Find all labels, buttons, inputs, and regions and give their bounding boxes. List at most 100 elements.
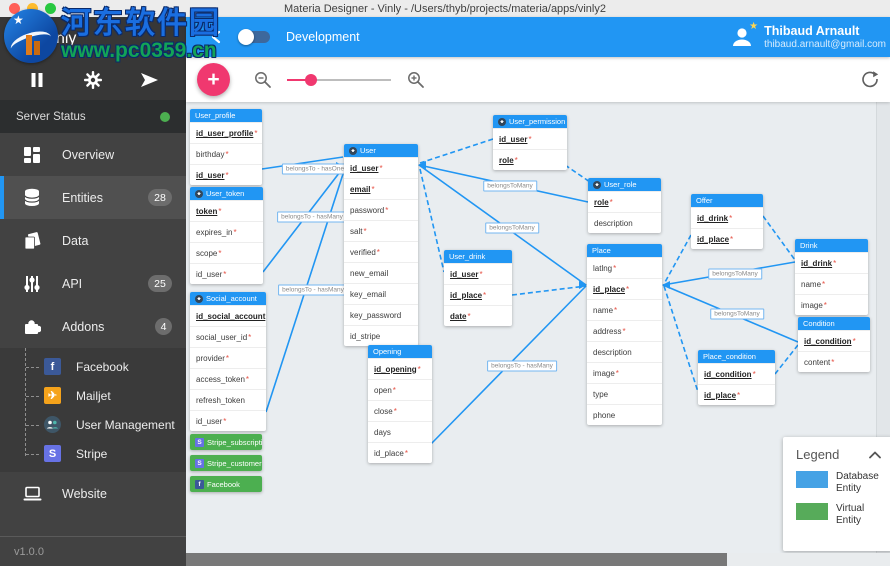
entity-header[interactable]: Place_condition (698, 350, 775, 363)
entity-header[interactable]: User_drink (444, 250, 512, 263)
refresh-icon[interactable] (859, 68, 881, 90)
field-row[interactable]: id_user* (493, 128, 567, 149)
field-row[interactable]: id_drink* (691, 207, 763, 228)
send-deploy-icon[interactable] (136, 67, 162, 93)
field-row[interactable]: close* (368, 400, 432, 421)
field-row[interactable]: id_opening* (368, 358, 432, 379)
field-row[interactable]: id_social_account* (190, 305, 266, 326)
field-row[interactable]: date* (444, 305, 512, 326)
entity-header[interactable]: User_role (588, 178, 661, 191)
relation-label[interactable]: belongsTo - hasMany (487, 360, 557, 372)
field-row[interactable]: id_user* (444, 263, 512, 284)
field-row[interactable]: id_place* (691, 228, 763, 249)
field-row[interactable]: id_place* (698, 384, 775, 405)
field-row[interactable]: social_user_id* (190, 326, 266, 347)
entity-header[interactable]: Opening (368, 345, 432, 358)
field-row[interactable]: id_condition* (698, 363, 775, 384)
field-row[interactable]: role* (588, 191, 661, 212)
gear-icon[interactable] (80, 67, 106, 93)
entity-header[interactable]: Drink (795, 239, 868, 252)
sidebar-item-data[interactable]: Data (0, 219, 186, 262)
field-row[interactable]: address* (587, 320, 662, 341)
horizontal-scrollbar-thumb[interactable] (186, 553, 727, 566)
field-row[interactable]: email* (344, 178, 418, 199)
add-entity-button[interactable]: + (197, 63, 230, 96)
user-account[interactable]: ★ Thibaud Arnault thibaud.arnault@gmail.… (730, 17, 886, 57)
field-row[interactable]: key_password (344, 304, 418, 325)
field-row[interactable]: id_user_profile* (190, 122, 262, 143)
relation-label[interactable]: belongsToMany (485, 222, 539, 234)
field-row[interactable]: provider* (190, 347, 266, 368)
field-row[interactable]: open* (368, 379, 432, 400)
relation-label[interactable]: belongsTo - hasMany (278, 284, 348, 296)
entity-social_account[interactable]: Social_accountid_social_account*social_u… (190, 292, 266, 431)
field-row[interactable]: key_email (344, 283, 418, 304)
field-row[interactable]: verified* (344, 241, 418, 262)
field-row[interactable]: description (588, 212, 661, 233)
field-row[interactable]: name* (795, 273, 868, 294)
entity-header[interactable]: User_token (190, 187, 263, 200)
field-row[interactable]: id_place* (368, 442, 432, 463)
relation-label[interactable]: belongsTo - hasOne (281, 163, 349, 175)
relation-label[interactable]: belongsTo - hasMany (277, 211, 347, 223)
field-row[interactable]: id_place* (444, 284, 512, 305)
field-row[interactable]: days (368, 421, 432, 442)
chevron-up-icon[interactable] (869, 451, 881, 459)
field-row[interactable]: content* (798, 351, 870, 372)
entity-header[interactable]: Place (587, 244, 662, 257)
field-row[interactable]: id_user* (344, 157, 418, 178)
field-row[interactable]: token* (190, 200, 263, 221)
field-row[interactable]: id_stripe (344, 325, 418, 346)
field-row[interactable]: new_email (344, 262, 418, 283)
relation-label[interactable]: belongsToMany (708, 268, 762, 280)
relation-label[interactable]: belongsToMany (710, 308, 764, 320)
field-row[interactable]: id_user* (190, 164, 262, 185)
field-row[interactable]: birthday* (190, 143, 262, 164)
field-row[interactable]: salt* (344, 220, 418, 241)
entity-header[interactable]: User (344, 144, 418, 157)
entity-header[interactable]: User_profile (190, 109, 262, 122)
field-row[interactable]: phone (587, 404, 662, 425)
sidebar-subitem-mailjet[interactable]: ✈Mailjet (0, 381, 186, 410)
pause-server-icon[interactable] (24, 67, 50, 93)
sidebar-item-overview[interactable]: Overview (0, 133, 186, 176)
field-row[interactable]: id_drink* (795, 252, 868, 273)
zoom-out-icon[interactable] (252, 69, 274, 91)
close-window-button[interactable] (9, 3, 20, 14)
field-row[interactable]: image* (587, 362, 662, 383)
environment-toggle[interactable] (238, 29, 270, 45)
relation-label[interactable]: belongsToMany (483, 180, 537, 192)
field-row[interactable]: latlng* (587, 257, 662, 278)
back-icon[interactable] (208, 28, 226, 46)
minimize-window-button[interactable] (27, 3, 38, 14)
field-row[interactable]: id_user* (190, 263, 263, 284)
zoom-in-icon[interactable] (405, 69, 427, 91)
field-row[interactable]: id_user* (190, 410, 266, 431)
zoom-slider-knob[interactable] (305, 73, 317, 86)
field-row[interactable]: id_condition* (798, 330, 870, 351)
field-row[interactable]: role* (493, 149, 567, 170)
field-row[interactable]: type (587, 383, 662, 404)
field-row[interactable]: name* (587, 299, 662, 320)
field-row[interactable]: refresh_token (190, 389, 266, 410)
entity-header[interactable]: Condition (798, 317, 870, 330)
field-row[interactable]: id_place* (587, 278, 662, 299)
